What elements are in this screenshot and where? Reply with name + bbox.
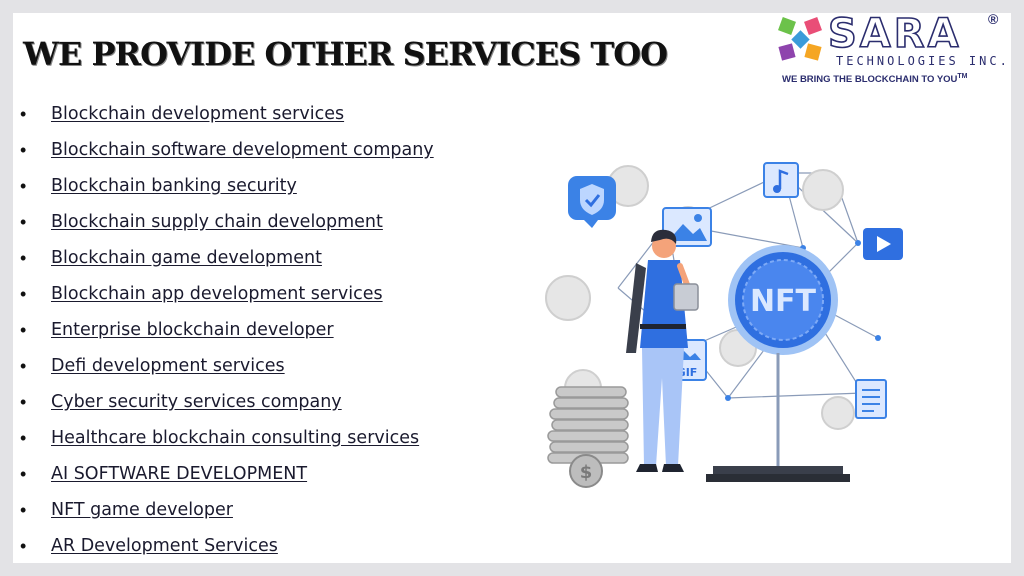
bullet: •	[20, 248, 27, 268]
company-logo: SARA ® TECHNOLOGIES INC. WE BRING THE BL…	[776, 13, 1007, 93]
bullet: •	[20, 140, 27, 160]
nft-label: NFT	[750, 284, 817, 319]
shield-check-icon	[568, 176, 616, 228]
service-link[interactable]: Blockchain banking security	[51, 176, 297, 196]
list-item: • Healthcare blockchain consulting servic…	[20, 420, 434, 456]
list-item: • Blockchain app development services	[20, 276, 434, 312]
bullet: •	[20, 500, 27, 520]
nft-coin: NFT	[728, 245, 838, 355]
bullet: •	[20, 176, 27, 196]
bullet: •	[20, 104, 27, 124]
registered-mark: ®	[988, 13, 999, 27]
service-link[interactable]: Blockchain game development	[51, 248, 322, 268]
play-icon	[863, 228, 903, 260]
list-item: • Blockchain development services	[20, 96, 434, 132]
bullet: •	[20, 320, 27, 340]
bullet: •	[20, 356, 27, 376]
list-item: • AI SOFTWARE DEVELOPMENT	[20, 456, 434, 492]
document-icon	[855, 379, 887, 419]
slide: WE PROVIDE OTHER SERVICES TOO SARA ® TEC…	[13, 13, 1011, 563]
service-link[interactable]: Blockchain app development services	[51, 284, 383, 304]
list-item: • Cyber security services company	[20, 384, 434, 420]
bullet: •	[20, 464, 27, 484]
service-link[interactable]: Blockchain development services	[51, 104, 345, 124]
service-link[interactable]: Cyber security services company	[51, 392, 342, 412]
logo-subtitle: TECHNOLOGIES INC.	[836, 54, 1010, 68]
service-link[interactable]: Enterprise blockchain developer	[51, 320, 334, 340]
bullet: •	[20, 428, 27, 448]
coin-icon	[802, 169, 844, 211]
coin-icon	[821, 396, 855, 430]
list-item: • Blockchain supply chain development	[20, 204, 434, 240]
list-item: • Enterprise blockchain developer	[20, 312, 434, 348]
logo-mark-icon	[778, 17, 822, 61]
service-link[interactable]: NFT game developer	[51, 500, 233, 520]
list-item: • Defi development services	[20, 348, 434, 384]
service-link[interactable]: AR Development Services	[51, 536, 278, 556]
coin-stack	[547, 386, 629, 464]
list-item: • Blockchain banking security	[20, 168, 434, 204]
logo-tagline: WE BRING THE BLOCKCHAIN TO YOUTM	[782, 73, 968, 85]
dollar-glyph: $	[580, 462, 593, 483]
dollar-coin-icon: $	[569, 454, 603, 488]
pedestal	[706, 353, 850, 482]
list-item: • Blockchain software development company	[20, 132, 434, 168]
music-note-icon	[763, 162, 799, 198]
page-title: WE PROVIDE OTHER SERVICES TOO	[23, 35, 668, 73]
list-item: • Blockchain game development	[20, 240, 434, 276]
trademark-mark: TM	[957, 73, 968, 80]
bullet: •	[20, 536, 27, 556]
bullet: •	[20, 284, 27, 304]
service-link[interactable]: Blockchain software development company	[51, 140, 434, 160]
logo-wordmark: SARA	[827, 13, 962, 58]
list-item: • NFT game developer	[20, 492, 434, 528]
nft-illustration: NFT GIF	[545, 162, 903, 488]
service-link[interactable]: Healthcare blockchain consulting service…	[51, 428, 420, 448]
tagline-text: WE BRING THE BLOCKCHAIN TO YOU	[782, 74, 958, 86]
service-link[interactable]: Blockchain supply chain development	[51, 212, 383, 232]
service-link[interactable]: AI SOFTWARE DEVELOPMENT	[51, 464, 308, 484]
person-figure	[626, 229, 699, 472]
services-list: • Blockchain development services • Blockc…	[20, 96, 434, 563]
coin-icon	[545, 275, 591, 321]
service-link[interactable]: Defi development services	[51, 356, 285, 376]
list-item: • AR Development Services	[20, 528, 434, 563]
bullet: •	[20, 392, 27, 412]
bullet: •	[20, 212, 27, 232]
